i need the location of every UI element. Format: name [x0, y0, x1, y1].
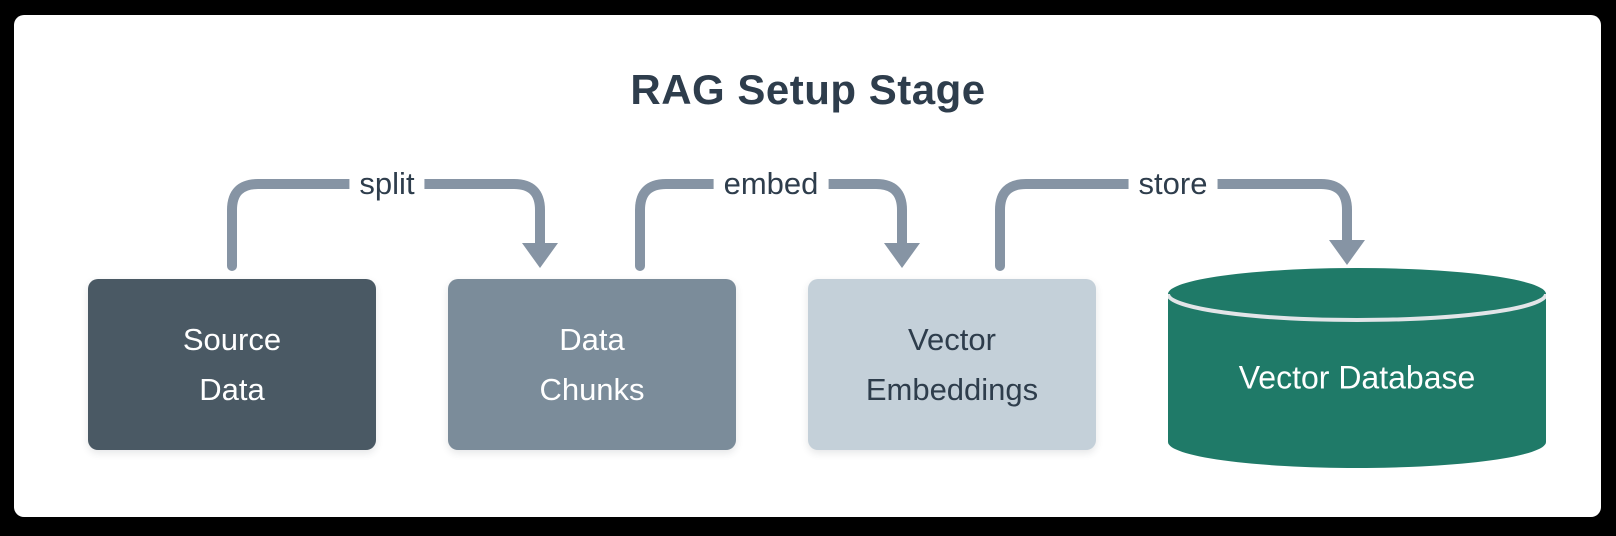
node-vector-embeddings: Vector Embeddings — [808, 279, 1096, 450]
node-vector-embeddings-label: Vector Embeddings — [865, 321, 1039, 407]
edge-label-embed: embed — [713, 166, 829, 202]
node-data-chunks-label: Data Chunks — [539, 321, 645, 407]
edge-label-store: store — [1128, 166, 1218, 202]
vector-database-cylinder — [1168, 268, 1546, 468]
node-vector-database: Vector Database — [1168, 268, 1546, 468]
node-source-data-label: Source Data — [182, 321, 282, 407]
edge-label-split: split — [349, 166, 425, 202]
diagram-title: RAG Setup Stage — [630, 66, 986, 113]
node-data-chunks: Data Chunks — [448, 279, 736, 450]
node-vector-database-label: Vector Database — [1238, 359, 1476, 396]
node-source-data: Source Data — [88, 279, 376, 450]
